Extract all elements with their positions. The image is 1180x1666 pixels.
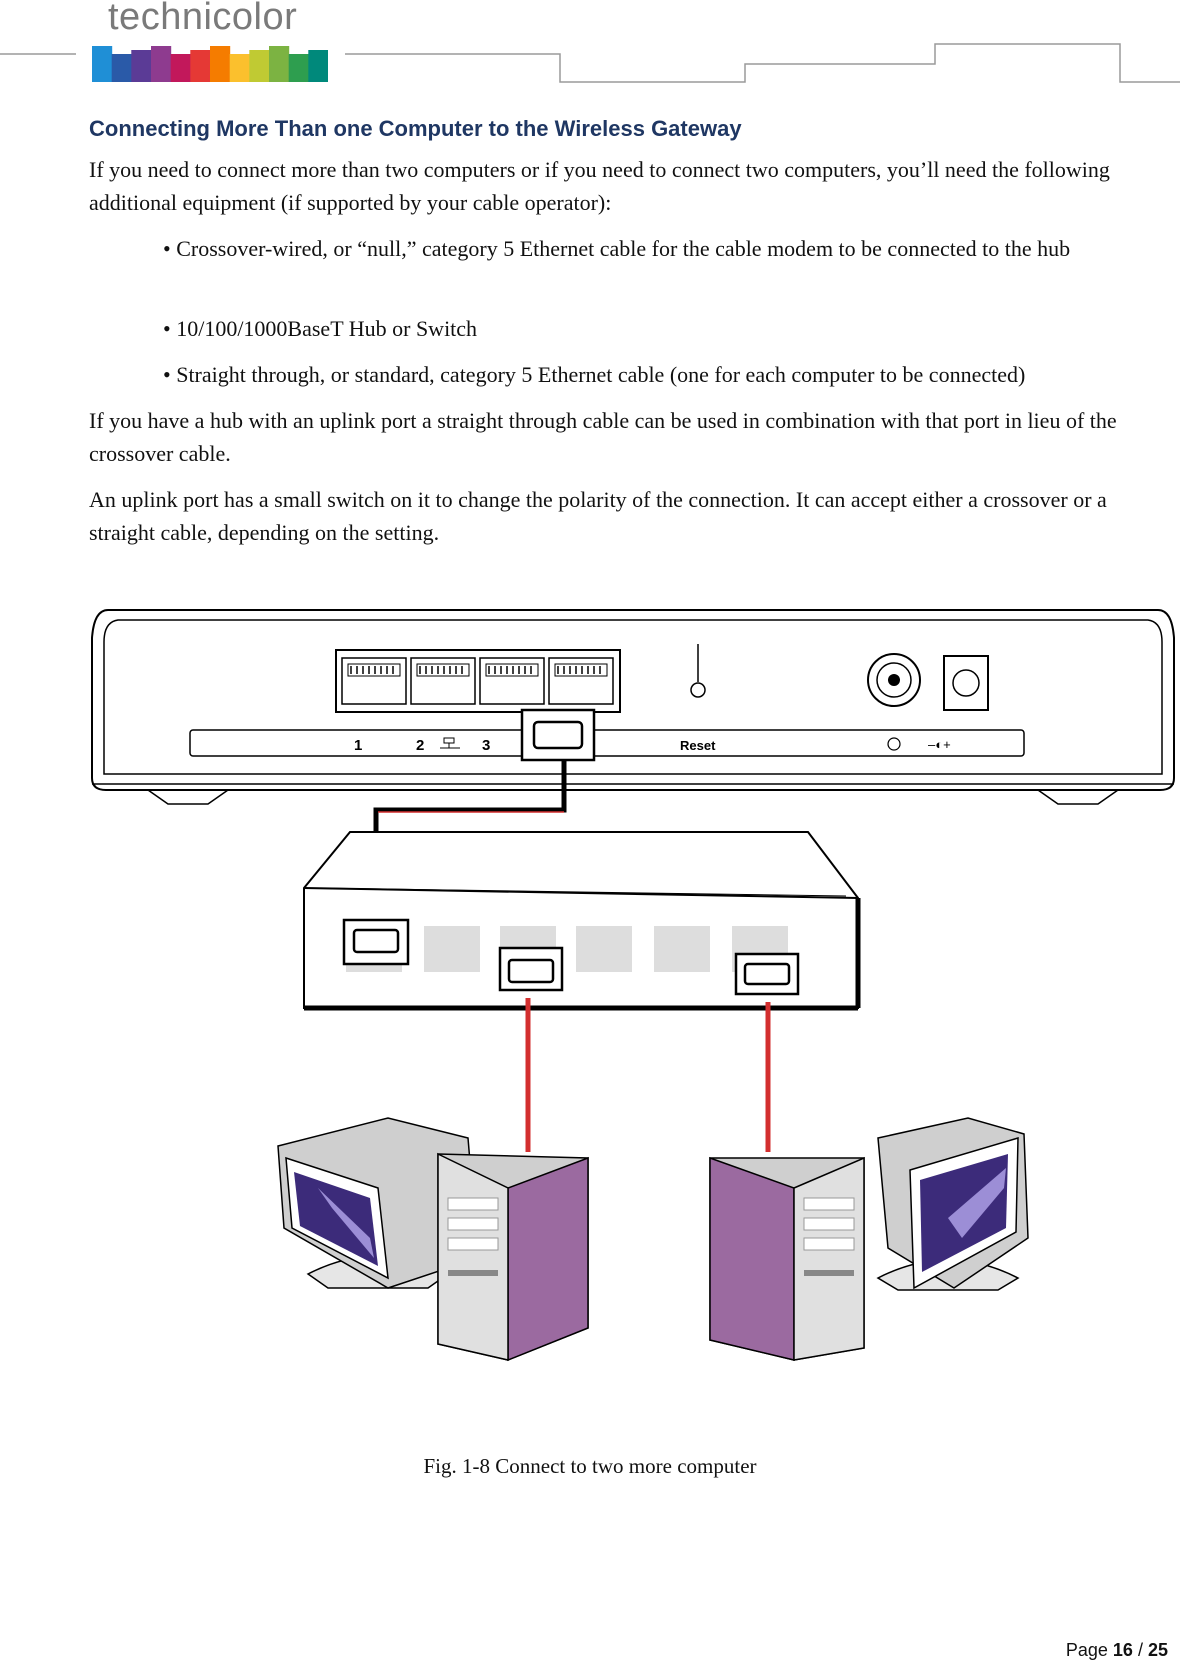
page-total: 25 (1147, 1640, 1168, 1660)
port-label-3: 3 (482, 737, 490, 754)
reset-button-icon (690, 682, 706, 698)
uplink-paragraph: If you have a hub with an uplink port a … (89, 408, 1117, 466)
hub-port-plug-left (498, 946, 564, 992)
logo-color-block (269, 46, 290, 82)
logo-color-block (131, 50, 152, 82)
reset-label: Reset (680, 738, 716, 753)
port-label-2: 2 (416, 737, 424, 754)
hub-port-plug-right (734, 952, 800, 996)
page-number: Page 16 / 25 (1065, 1640, 1168, 1660)
gateway-device: 1 2 3 Reset –◐+ (91, 609, 1175, 805)
port-label-1: 1 (354, 737, 362, 754)
logo-color-block (288, 54, 309, 82)
polarity-paragraph: An uplink port has a small switch on it … (89, 487, 1107, 545)
power-port-icon (943, 655, 989, 711)
gateway-ethernet-port (341, 657, 407, 705)
page-current: 16 (1112, 1640, 1133, 1660)
computer-right (709, 1117, 1029, 1361)
hub-uplink-plug (342, 918, 410, 966)
gateway-ethernet-port (548, 657, 614, 705)
gateway-uplink-plug (520, 708, 596, 762)
power-symbol-icon: –◐+ (928, 737, 951, 752)
page-title: Connecting More Than one Computer to the… (89, 116, 742, 141)
network-icon (440, 737, 460, 749)
bullet-hub-switch: • 10/100/1000BaseT Hub or Switch (163, 316, 478, 341)
intro-paragraph: If you need to connect more than two com… (89, 157, 1110, 215)
bullet-straight-cable: • Straight through, or standard, categor… (163, 362, 1026, 387)
logo-color-block (111, 54, 132, 82)
figure-caption: Fig. 1-8 Connect to two more computer (423, 1454, 757, 1478)
gateway-ethernet-port (479, 657, 545, 705)
logo-color-block (210, 46, 231, 82)
logo-color-block (190, 50, 211, 82)
bullet-crossover-cable: • Crossover-wired, or “null,” category 5… (163, 236, 1071, 261)
network-diagram: 1 2 3 Reset –◐+ (91, 609, 1175, 1362)
gateway-ethernet-port (410, 657, 476, 705)
logo-color-bar (92, 46, 328, 82)
logo-color-block (151, 46, 172, 82)
computer-left (277, 1117, 589, 1362)
header-rule (0, 43, 1180, 83)
logo-color-block (308, 50, 328, 82)
logo-color-block (229, 54, 250, 82)
logo-color-block (92, 46, 113, 82)
logo-text: technicolor (108, 0, 298, 38)
logo-color-block (170, 54, 191, 82)
logo-color-block (249, 50, 270, 82)
